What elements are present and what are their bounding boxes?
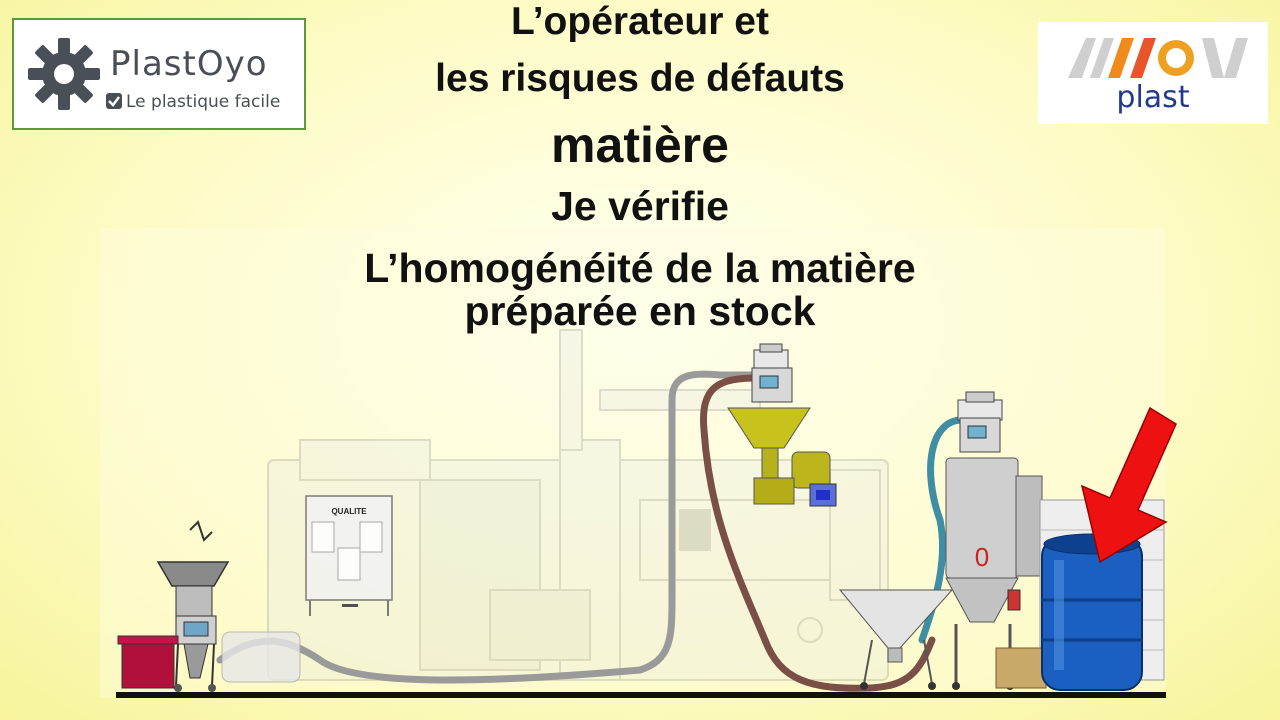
awe-plast-logo: plast xyxy=(1038,22,1268,124)
title-line-1: L’opérateur et xyxy=(511,0,769,43)
quality-cabinet xyxy=(305,495,393,616)
title-line-5: L’homogénéité de la matière xyxy=(364,245,916,291)
hopper-loader xyxy=(727,343,837,507)
blue-barrel xyxy=(1041,533,1143,691)
brown-hose xyxy=(700,374,936,692)
title-line-4: Je vérifie xyxy=(551,183,729,229)
quality-cabinet-label: QUALITE xyxy=(331,507,367,516)
checkbox-icon xyxy=(106,93,122,109)
grinder xyxy=(156,520,230,692)
injection-press xyxy=(267,329,889,681)
title-line-3: matière xyxy=(551,117,729,173)
dryer xyxy=(945,391,1043,690)
logo-tagline: Le plastique facile xyxy=(126,92,281,112)
logo-name: PlastOyo xyxy=(110,44,268,84)
gear-icon xyxy=(28,38,100,110)
red-bin xyxy=(117,635,179,689)
plastoyo-logo: PlastOyo Le plastique facile xyxy=(12,18,306,130)
feeder-box xyxy=(221,631,301,683)
title-line-2: les risques de défauts xyxy=(435,57,845,100)
title-line-6: préparée en stock xyxy=(464,288,816,334)
dryer-gauge-label: 0 xyxy=(975,542,989,572)
grey-hose xyxy=(216,370,764,684)
red-arrow xyxy=(1080,406,1177,564)
floor-line xyxy=(116,692,1166,698)
funnel xyxy=(838,589,954,690)
awe-logo-mark xyxy=(1068,38,1248,78)
logo-subtitle: plast xyxy=(1116,80,1190,115)
